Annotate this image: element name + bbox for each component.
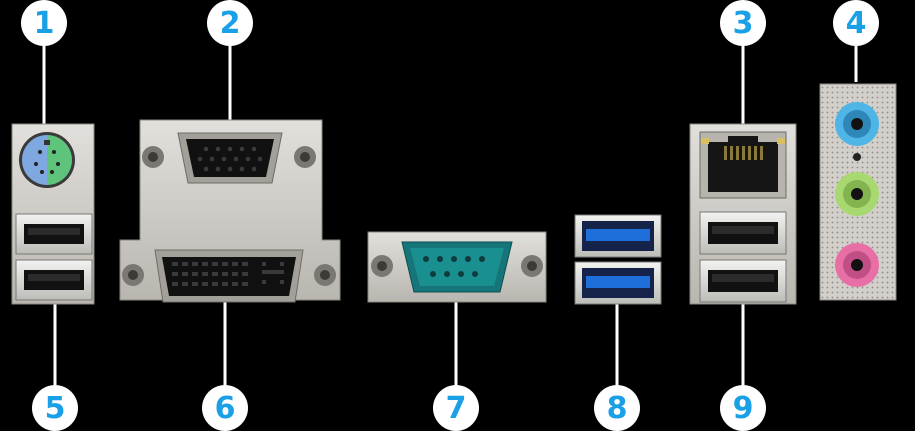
serial-port-icon bbox=[367, 231, 547, 303]
callout-badge-7: 7 bbox=[433, 385, 479, 431]
callout-badge-6: 6 bbox=[202, 385, 248, 431]
usb2-port-icon bbox=[699, 211, 787, 255]
ps2-usb-stack bbox=[11, 123, 95, 305]
callout-badge-1: 1 bbox=[21, 0, 67, 46]
audio-jack-icon bbox=[835, 243, 879, 287]
usb3-port-icon bbox=[574, 261, 662, 305]
callout-badge-8: 8 bbox=[594, 385, 640, 431]
callout-badge-4: 4 bbox=[833, 0, 879, 46]
usb3-port-icon bbox=[574, 214, 662, 258]
usb2-port-icon bbox=[15, 259, 93, 301]
ps2-port-icon bbox=[19, 132, 75, 188]
lan-usb-stack bbox=[689, 123, 797, 305]
dvi-port-icon bbox=[122, 249, 336, 303]
usb3-stack bbox=[574, 214, 662, 305]
callout-badge-5: 5 bbox=[32, 385, 78, 431]
vga-port-icon bbox=[142, 132, 316, 184]
callout-badge-3: 3 bbox=[720, 0, 766, 46]
vga-dvi-bracket bbox=[119, 119, 341, 303]
audio-jack-panel bbox=[819, 83, 897, 301]
audio-jack-icon bbox=[835, 172, 879, 216]
audio-jack-icon bbox=[835, 102, 879, 146]
callout-badge-2: 2 bbox=[207, 0, 253, 46]
callout-badge-9: 9 bbox=[720, 385, 766, 431]
lan-port-icon bbox=[699, 131, 787, 199]
usb2-port-icon bbox=[15, 213, 93, 255]
usb2-port-icon bbox=[699, 259, 787, 303]
leader-lines bbox=[42, 44, 858, 385]
